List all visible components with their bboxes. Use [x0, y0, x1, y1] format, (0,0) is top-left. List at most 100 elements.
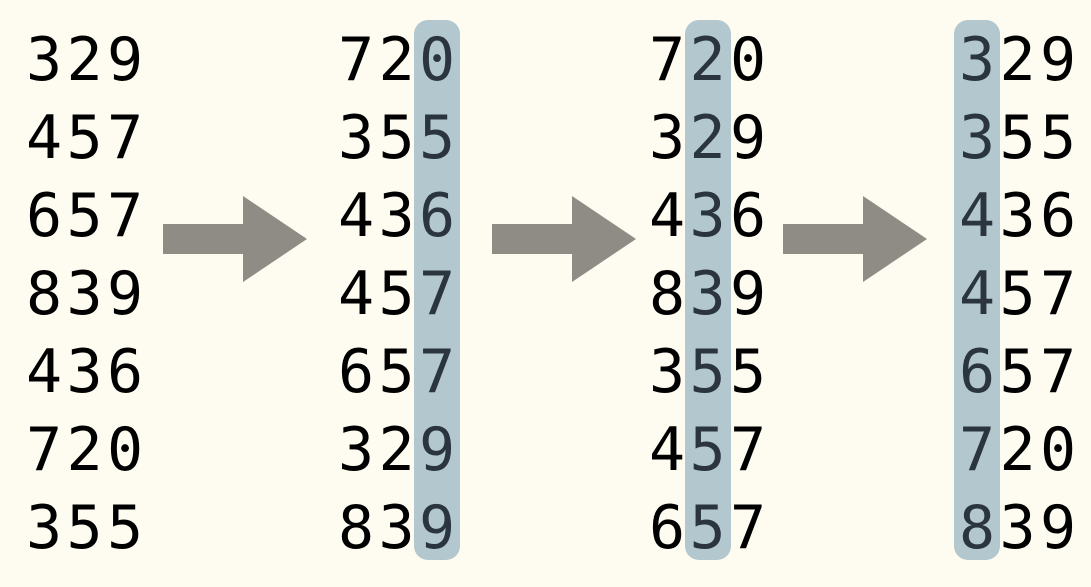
highlighted-digit: 3	[959, 25, 996, 95]
highlighted-digit: 9	[419, 493, 456, 563]
number-entry: 457	[26, 102, 143, 174]
digit: 5	[378, 103, 415, 173]
number-entry: 657	[338, 336, 455, 408]
digit: 9	[1040, 25, 1077, 95]
digit: 6	[26, 181, 63, 251]
digit: 9	[107, 259, 144, 329]
digit: 7	[649, 25, 686, 95]
digit: 5	[730, 337, 767, 407]
highlighted-digit: 3	[689, 259, 726, 329]
digit: 3	[26, 493, 63, 563]
highlighted-digit: 5	[689, 337, 726, 407]
digit: 7	[107, 103, 144, 173]
digit: 3	[338, 415, 375, 485]
digit: 5	[999, 103, 1036, 173]
highlighted-digit: 6	[419, 181, 456, 251]
digit: 3	[649, 337, 686, 407]
digit: 6	[730, 181, 767, 251]
number-entry: 457	[338, 258, 455, 330]
digit: 8	[649, 259, 686, 329]
digit: 5	[378, 259, 415, 329]
digit: 4	[26, 337, 63, 407]
highlighted-digit: 4	[959, 259, 996, 329]
highlighted-digit-band	[954, 20, 1000, 560]
highlighted-digit: 6	[959, 337, 996, 407]
digit: 9	[107, 25, 144, 95]
highlighted-digit: 5	[689, 493, 726, 563]
highlighted-digit: 0	[419, 25, 456, 95]
digit: 3	[378, 181, 415, 251]
number-entry: 329	[959, 24, 1076, 96]
digit: 5	[378, 337, 415, 407]
number-entry: 839	[649, 258, 766, 330]
digit: 6	[1040, 181, 1077, 251]
number-entry: 720	[959, 414, 1076, 486]
highlighted-digit: 2	[689, 103, 726, 173]
digit: 3	[338, 103, 375, 173]
digit: 4	[26, 103, 63, 173]
digit: 2	[999, 415, 1036, 485]
number-entry: 436	[959, 180, 1076, 252]
digit: 3	[378, 493, 415, 563]
digit: 3	[999, 493, 1036, 563]
number-entry: 657	[26, 180, 143, 252]
digit: 7	[107, 181, 144, 251]
digit: 3	[66, 337, 103, 407]
digit: 2	[999, 25, 1036, 95]
right-arrow-icon	[783, 196, 927, 282]
digit: 9	[1040, 493, 1077, 563]
number-entry: 839	[959, 492, 1076, 564]
highlighted-digit: 7	[419, 337, 456, 407]
digit: 8	[338, 493, 375, 563]
highlighted-digit-band	[414, 20, 460, 560]
highlighted-digit: 5	[689, 415, 726, 485]
highlighted-digit: 2	[689, 25, 726, 95]
number-entry: 436	[26, 336, 143, 408]
digit: 3	[649, 103, 686, 173]
highlighted-digit-band	[684, 20, 731, 560]
digit: 5	[66, 103, 103, 173]
digit: 4	[338, 181, 375, 251]
digit: 2	[66, 415, 103, 485]
number-entry: 839	[26, 258, 143, 330]
number-entry: 436	[649, 180, 766, 252]
digit: 7	[338, 25, 375, 95]
digit: 5	[999, 337, 1036, 407]
number-entry: 720	[26, 414, 143, 486]
digit: 6	[107, 337, 144, 407]
digit: 0	[730, 25, 767, 95]
digit: 2	[378, 415, 415, 485]
digit: 5	[107, 493, 144, 563]
digit: 6	[649, 493, 686, 563]
number-entry: 436	[338, 180, 455, 252]
number-entry: 657	[649, 492, 766, 564]
digit: 5	[66, 493, 103, 563]
digit: 7	[26, 415, 63, 485]
number-entry: 720	[338, 24, 455, 96]
highlighted-digit: 7	[419, 259, 456, 329]
number-entry: 355	[26, 492, 143, 564]
number-entry: 457	[959, 258, 1076, 330]
digit: 5	[1040, 103, 1077, 173]
number-entry: 355	[338, 102, 455, 174]
digit: 3	[999, 181, 1036, 251]
number-entry: 839	[338, 492, 455, 564]
highlighted-digit: 3	[689, 181, 726, 251]
digit: 3	[26, 25, 63, 95]
number-entry: 355	[959, 102, 1076, 174]
digit: 5	[66, 181, 103, 251]
digit: 9	[730, 259, 767, 329]
highlighted-digit: 5	[419, 103, 456, 173]
highlighted-digit: 8	[959, 493, 996, 563]
digit: 4	[649, 181, 686, 251]
number-entry: 457	[649, 414, 766, 486]
digit: 3	[66, 259, 103, 329]
digit: 6	[338, 337, 375, 407]
highlighted-digit: 7	[959, 415, 996, 485]
digit: 9	[730, 103, 767, 173]
highlighted-digit: 4	[959, 181, 996, 251]
